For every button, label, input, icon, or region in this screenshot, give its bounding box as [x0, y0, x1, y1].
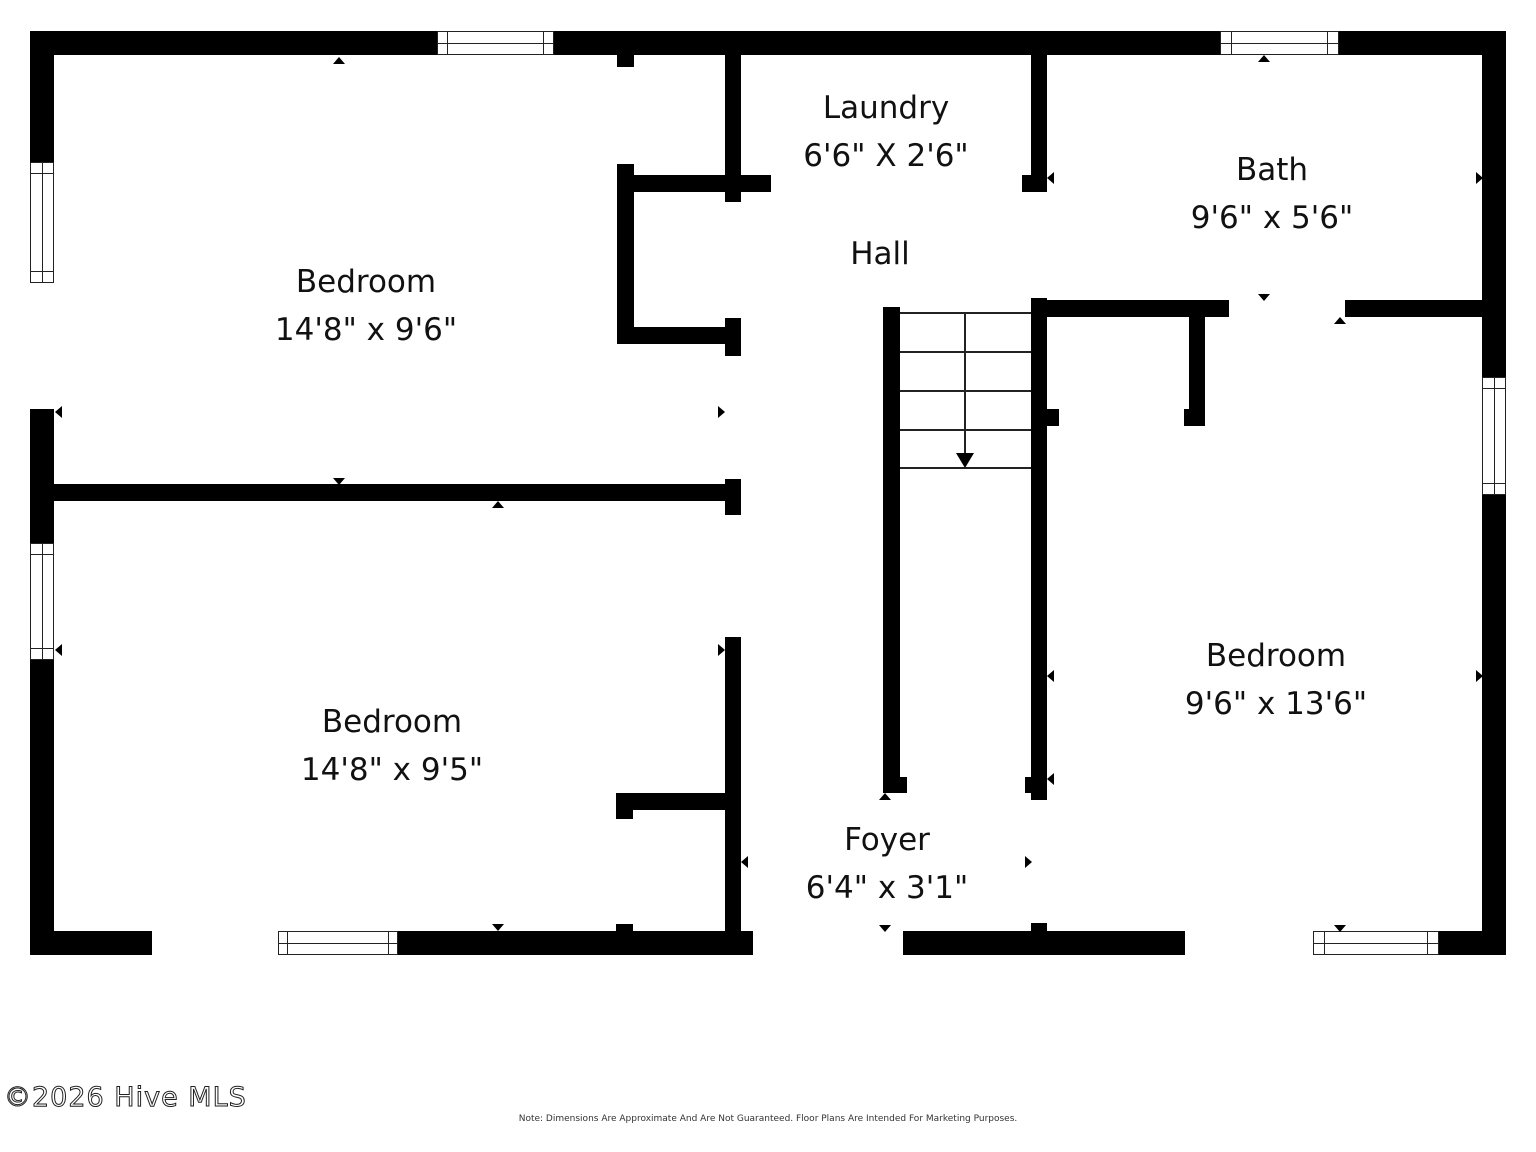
wall-bath-bottom-right: [1345, 300, 1506, 317]
door-marker-icon: [55, 406, 62, 418]
room-label-bedroom-top-left: Bedroom 14'8" x 9'6": [275, 258, 457, 354]
door-marker-icon: [1334, 317, 1346, 324]
room-name: Bedroom: [1205, 638, 1347, 674]
wall-laundry-right: [1031, 55, 1047, 192]
door-marker-icon: [1047, 773, 1054, 785]
wall-closet-bottom-stub2: [616, 924, 633, 936]
room-name: Laundry: [822, 90, 950, 126]
wall-hall-left-upper: [725, 55, 741, 202]
door-marker-icon: [1047, 670, 1054, 682]
wall-closet-top-horizontal: [617, 175, 771, 192]
wall-stair-right-foot: [1025, 777, 1047, 793]
wall-closet-top-left: [617, 55, 634, 67]
room-name: Bedroom: [321, 704, 463, 740]
room-label-foyer: Foyer 6'4" x 3'1": [806, 816, 969, 912]
door-marker-icon: [333, 57, 345, 64]
stair-tread: [900, 467, 1031, 469]
disclaimer-note: Note: Dimensions Are Approximate And Are…: [518, 1114, 1018, 1124]
room-name: Hall: [850, 236, 910, 272]
room-label-bath: Bath 9'6" x 5'6": [1191, 146, 1354, 242]
door-marker-icon: [333, 478, 345, 485]
window-top-left: [437, 31, 554, 55]
room-dimensions: 6'6" X 2'6": [803, 138, 969, 174]
wall-bath-bottom-left: [1031, 300, 1229, 317]
wall-hall-left-stub2: [725, 479, 741, 515]
door-marker-icon: [879, 925, 891, 932]
stair-direction-line: [964, 313, 966, 455]
door-marker-icon: [55, 644, 62, 656]
wall-hall-left-stub1: [725, 318, 741, 356]
wall-foyer-right-stub: [1031, 923, 1047, 935]
window-bottom-left: [278, 931, 398, 955]
room-label-bedroom-right: Bedroom 9'6" x 13'6": [1185, 632, 1367, 728]
wall-stair-right: [1031, 298, 1047, 800]
window-left-bottom: [30, 543, 54, 660]
window-top-right: [1220, 31, 1339, 55]
door-marker-icon: [1258, 294, 1270, 301]
door-marker-icon: [879, 793, 891, 800]
room-dimensions: 14'8" x 9'5": [300, 752, 484, 788]
copyright-watermark: ©2026 Hive MLS: [4, 1082, 247, 1114]
wall-closet-top-left-side: [617, 164, 634, 344]
wall-closet-bottom-top: [616, 793, 741, 810]
door-marker-icon: [741, 856, 748, 868]
wall-closet-right-stub1: [1044, 409, 1059, 426]
door-marker-icon: [1025, 856, 1032, 868]
room-name: Bath: [1235, 152, 1309, 188]
front-door-opening: [753, 931, 903, 955]
room-dimensions: 9'6" x 13'6": [1184, 686, 1368, 722]
room-label-laundry: Laundry 6'6" X 2'6": [803, 84, 968, 180]
window-bottom-right: [1313, 931, 1439, 955]
room-dimensions: 9'6" x 5'6": [1190, 200, 1354, 236]
wall-stair-left: [883, 307, 900, 793]
wall-stair-left-foot: [883, 777, 907, 793]
window-left-top: [30, 162, 54, 283]
door-marker-icon: [1476, 172, 1483, 184]
wall-closet-right-stub2: [1184, 409, 1205, 426]
room-name: Foyer: [844, 822, 930, 858]
stair-down-arrow-icon: [956, 453, 974, 468]
door-marker-icon: [1476, 670, 1483, 682]
wall-closet-right-side: [1189, 300, 1205, 426]
wall-laundry-door-stub: [1022, 175, 1047, 192]
opening-left-upper: [30, 283, 54, 409]
opening-bottom-right: [1185, 931, 1313, 955]
room-label-hall: Hall: [850, 230, 910, 278]
door-marker-icon: [492, 501, 504, 508]
door-marker-icon: [1334, 925, 1346, 932]
wall-closet-top-bottom: [617, 327, 741, 344]
wall-closet-bottom-stub1: [616, 793, 633, 819]
wall-bedrooms-divider: [30, 484, 741, 501]
door-marker-icon: [492, 924, 504, 931]
room-label-bedroom-bottom-left: Bedroom 14'8" x 9'5": [301, 698, 483, 794]
door-marker-icon: [1258, 55, 1270, 62]
window-right: [1482, 377, 1506, 495]
door-marker-icon: [1047, 172, 1054, 184]
door-marker-icon: [718, 644, 725, 656]
room-dimensions: 14'8" x 9'6": [274, 312, 458, 348]
opening-bottom-left: [152, 931, 278, 955]
room-dimensions: 6'4" x 3'1": [805, 870, 969, 906]
room-name: Bedroom: [295, 264, 437, 300]
door-marker-icon: [718, 406, 725, 418]
